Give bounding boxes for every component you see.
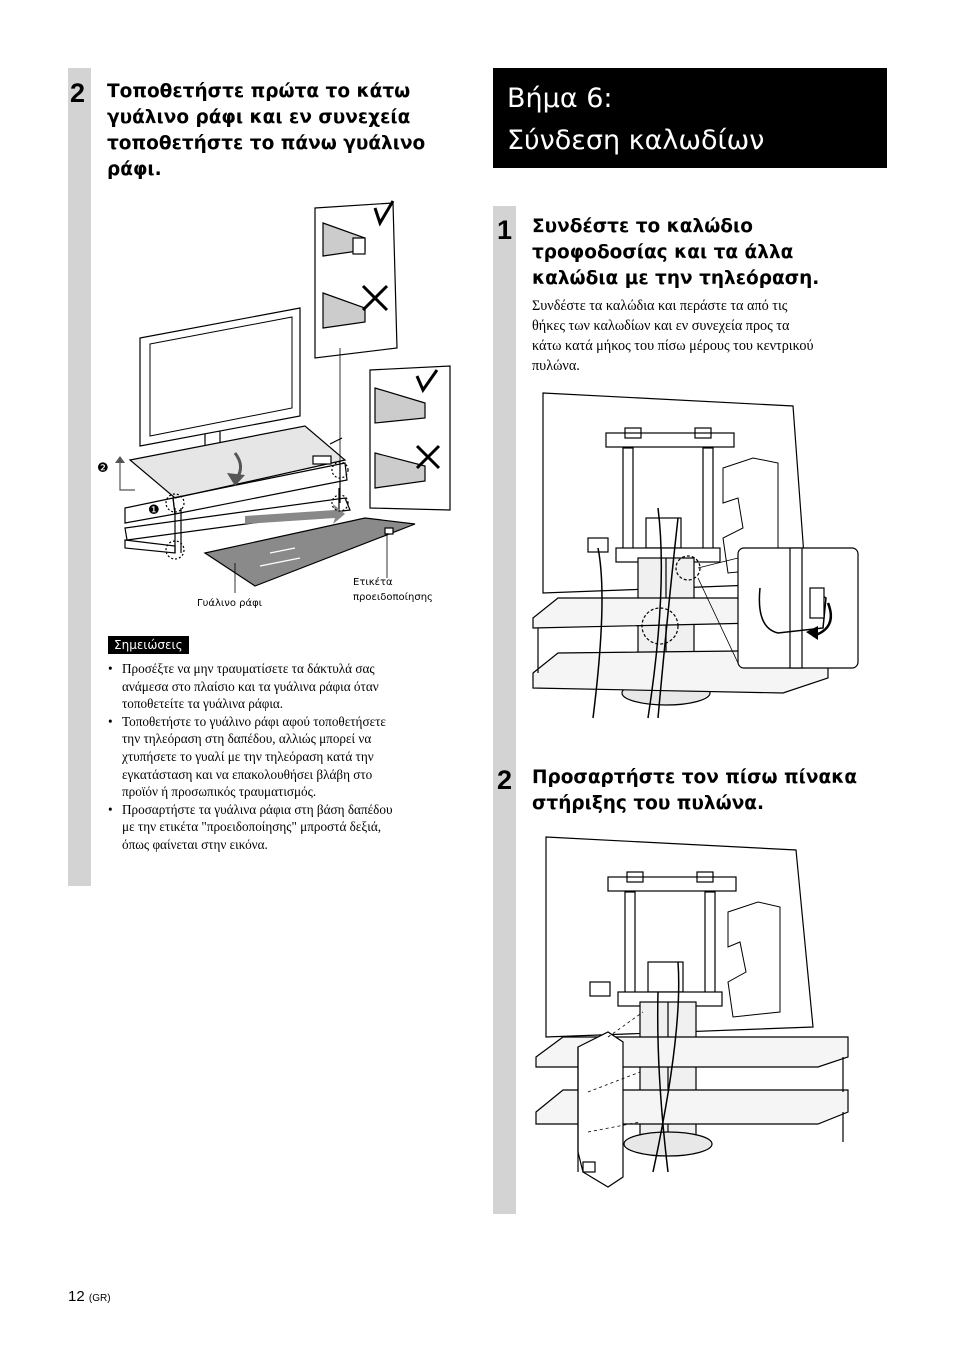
right-step1-heading: Συνδέστε το καλώδιο τροφοδοσίας και τα ά… bbox=[532, 214, 882, 292]
note-line: την τηλεόραση στη δαπέδου, αλλιώς μπορεί… bbox=[122, 731, 372, 747]
right-step1-body: Συνδέστε τα καλώδια και περάστε τα από τ… bbox=[532, 296, 887, 376]
section-title-line2: Σύνδεση καλωδίων bbox=[507, 125, 765, 156]
note-line: Προσαρτήστε τα γυάλινα ράφια στη βάση δα… bbox=[122, 801, 393, 817]
note-line: τοποθετείτε τα γυάλινα ράφια. bbox=[122, 696, 284, 712]
back-panel-figure bbox=[535, 836, 849, 1188]
body-line: κάτω κατά μήκος του πίσω μέρους του κεντ… bbox=[532, 338, 814, 354]
body-line: Συνδέστε τα καλώδια και περάστε τα από τ… bbox=[532, 298, 788, 314]
left-step-heading: Τοποθετήστε πρώτα το κάτω γυάλινο ράφι κ… bbox=[107, 79, 447, 183]
page-lang: (GR) bbox=[88, 1293, 111, 1304]
left-step-number: 2 bbox=[70, 78, 86, 108]
section-title-line1: Βήμα 6: bbox=[507, 83, 613, 114]
right-step2-heading: Προσαρτήστε τον πίσω πίνακα στήριξης του… bbox=[532, 765, 882, 817]
heading-line: Προσαρτήστε τον πίσω πίνακα bbox=[532, 767, 858, 788]
body-line: θήκες των καλωδίων και εν συνεχεία προς … bbox=[532, 318, 790, 334]
heading-line: τοποθετήστε το πάνω γυάλινο bbox=[107, 133, 426, 154]
heading-line: ράφι. bbox=[107, 159, 162, 180]
upper-glass-shelf bbox=[128, 425, 347, 499]
right-step1-number: 1 bbox=[497, 215, 513, 245]
glass-shelf-figure: ❷ ❶ Γυάλινο ράφι Ετικέτα προειδοποίησης bbox=[97, 200, 451, 609]
note-line: προϊόν ή προσωπικός τραυματισμός. bbox=[122, 784, 317, 800]
heading-line: τροφοδοσίας και τα άλλα bbox=[532, 242, 794, 263]
page-footer: 12 (GR) bbox=[68, 1288, 111, 1305]
heading-line: Τοποθετήστε πρώτα το κάτω bbox=[107, 81, 411, 102]
cable-routing-figure bbox=[532, 392, 859, 719]
note-item: Προσαρτήστε τα γυάλινα ράφια στη βάση δα… bbox=[108, 801, 453, 854]
note-line: εγκατάσταση και να επακολουθήσει βλάβη σ… bbox=[122, 766, 373, 782]
body-line: πυλώνα. bbox=[532, 358, 580, 374]
section-title-box: Βήμα 6: Σύνδεση καλωδίων bbox=[493, 68, 887, 168]
note-item: Προσέξτε να μην τραυματίσετε τα δάκτυλά … bbox=[108, 660, 453, 713]
label-warning-line1: Ετικέτα bbox=[353, 576, 393, 588]
heading-line: γυάλινο ράφι και εν συνεχεία bbox=[107, 107, 411, 128]
marker-2: ❷ bbox=[97, 461, 109, 476]
notes-badge: Σημειώσεις bbox=[108, 636, 189, 654]
note-line: όπως φαίνεται στην εικόνα. bbox=[122, 836, 268, 852]
label-warning-line2: προειδοποίησης bbox=[353, 591, 433, 603]
note-line: ανάμεσα στο πλαίσιο και τα γυάλινα ράφια… bbox=[122, 678, 379, 694]
right-step2-number: 2 bbox=[497, 765, 513, 795]
heading-line: καλώδια με την τηλεόραση. bbox=[532, 268, 820, 289]
page-number: 12 bbox=[68, 1288, 85, 1305]
note-line: χτυπήσετε το γυαλί με την τηλεόραση κατά… bbox=[122, 748, 374, 764]
right-step-bar bbox=[493, 206, 516, 1214]
tv-illustration bbox=[139, 307, 301, 448]
heading-line: στήριξης του πυλώνα. bbox=[532, 793, 765, 814]
note-line: Προσέξτε να μην τραυματίσετε τα δάκτυλά … bbox=[122, 661, 375, 676]
notes-list: Προσέξτε να μην τραυματίσετε τα δάκτυλά … bbox=[108, 660, 453, 854]
left-step-bar bbox=[68, 68, 91, 886]
marker-1: ❶ bbox=[148, 503, 160, 518]
lower-glass-shelf bbox=[203, 517, 416, 587]
note-line: Τοποθετήστε το γυάλινο ράφι αφού τοποθετ… bbox=[122, 713, 386, 729]
note-line: με την ετικέτα "προειδοποίησης" μπροστά … bbox=[122, 819, 382, 835]
label-glass-shelf: Γυάλινο ράφι bbox=[197, 597, 263, 609]
note-item: Τοποθετήστε το γυάλινο ράφι αφού τοποθετ… bbox=[108, 713, 453, 801]
heading-line: Συνδέστε το καλώδιο bbox=[532, 216, 753, 237]
